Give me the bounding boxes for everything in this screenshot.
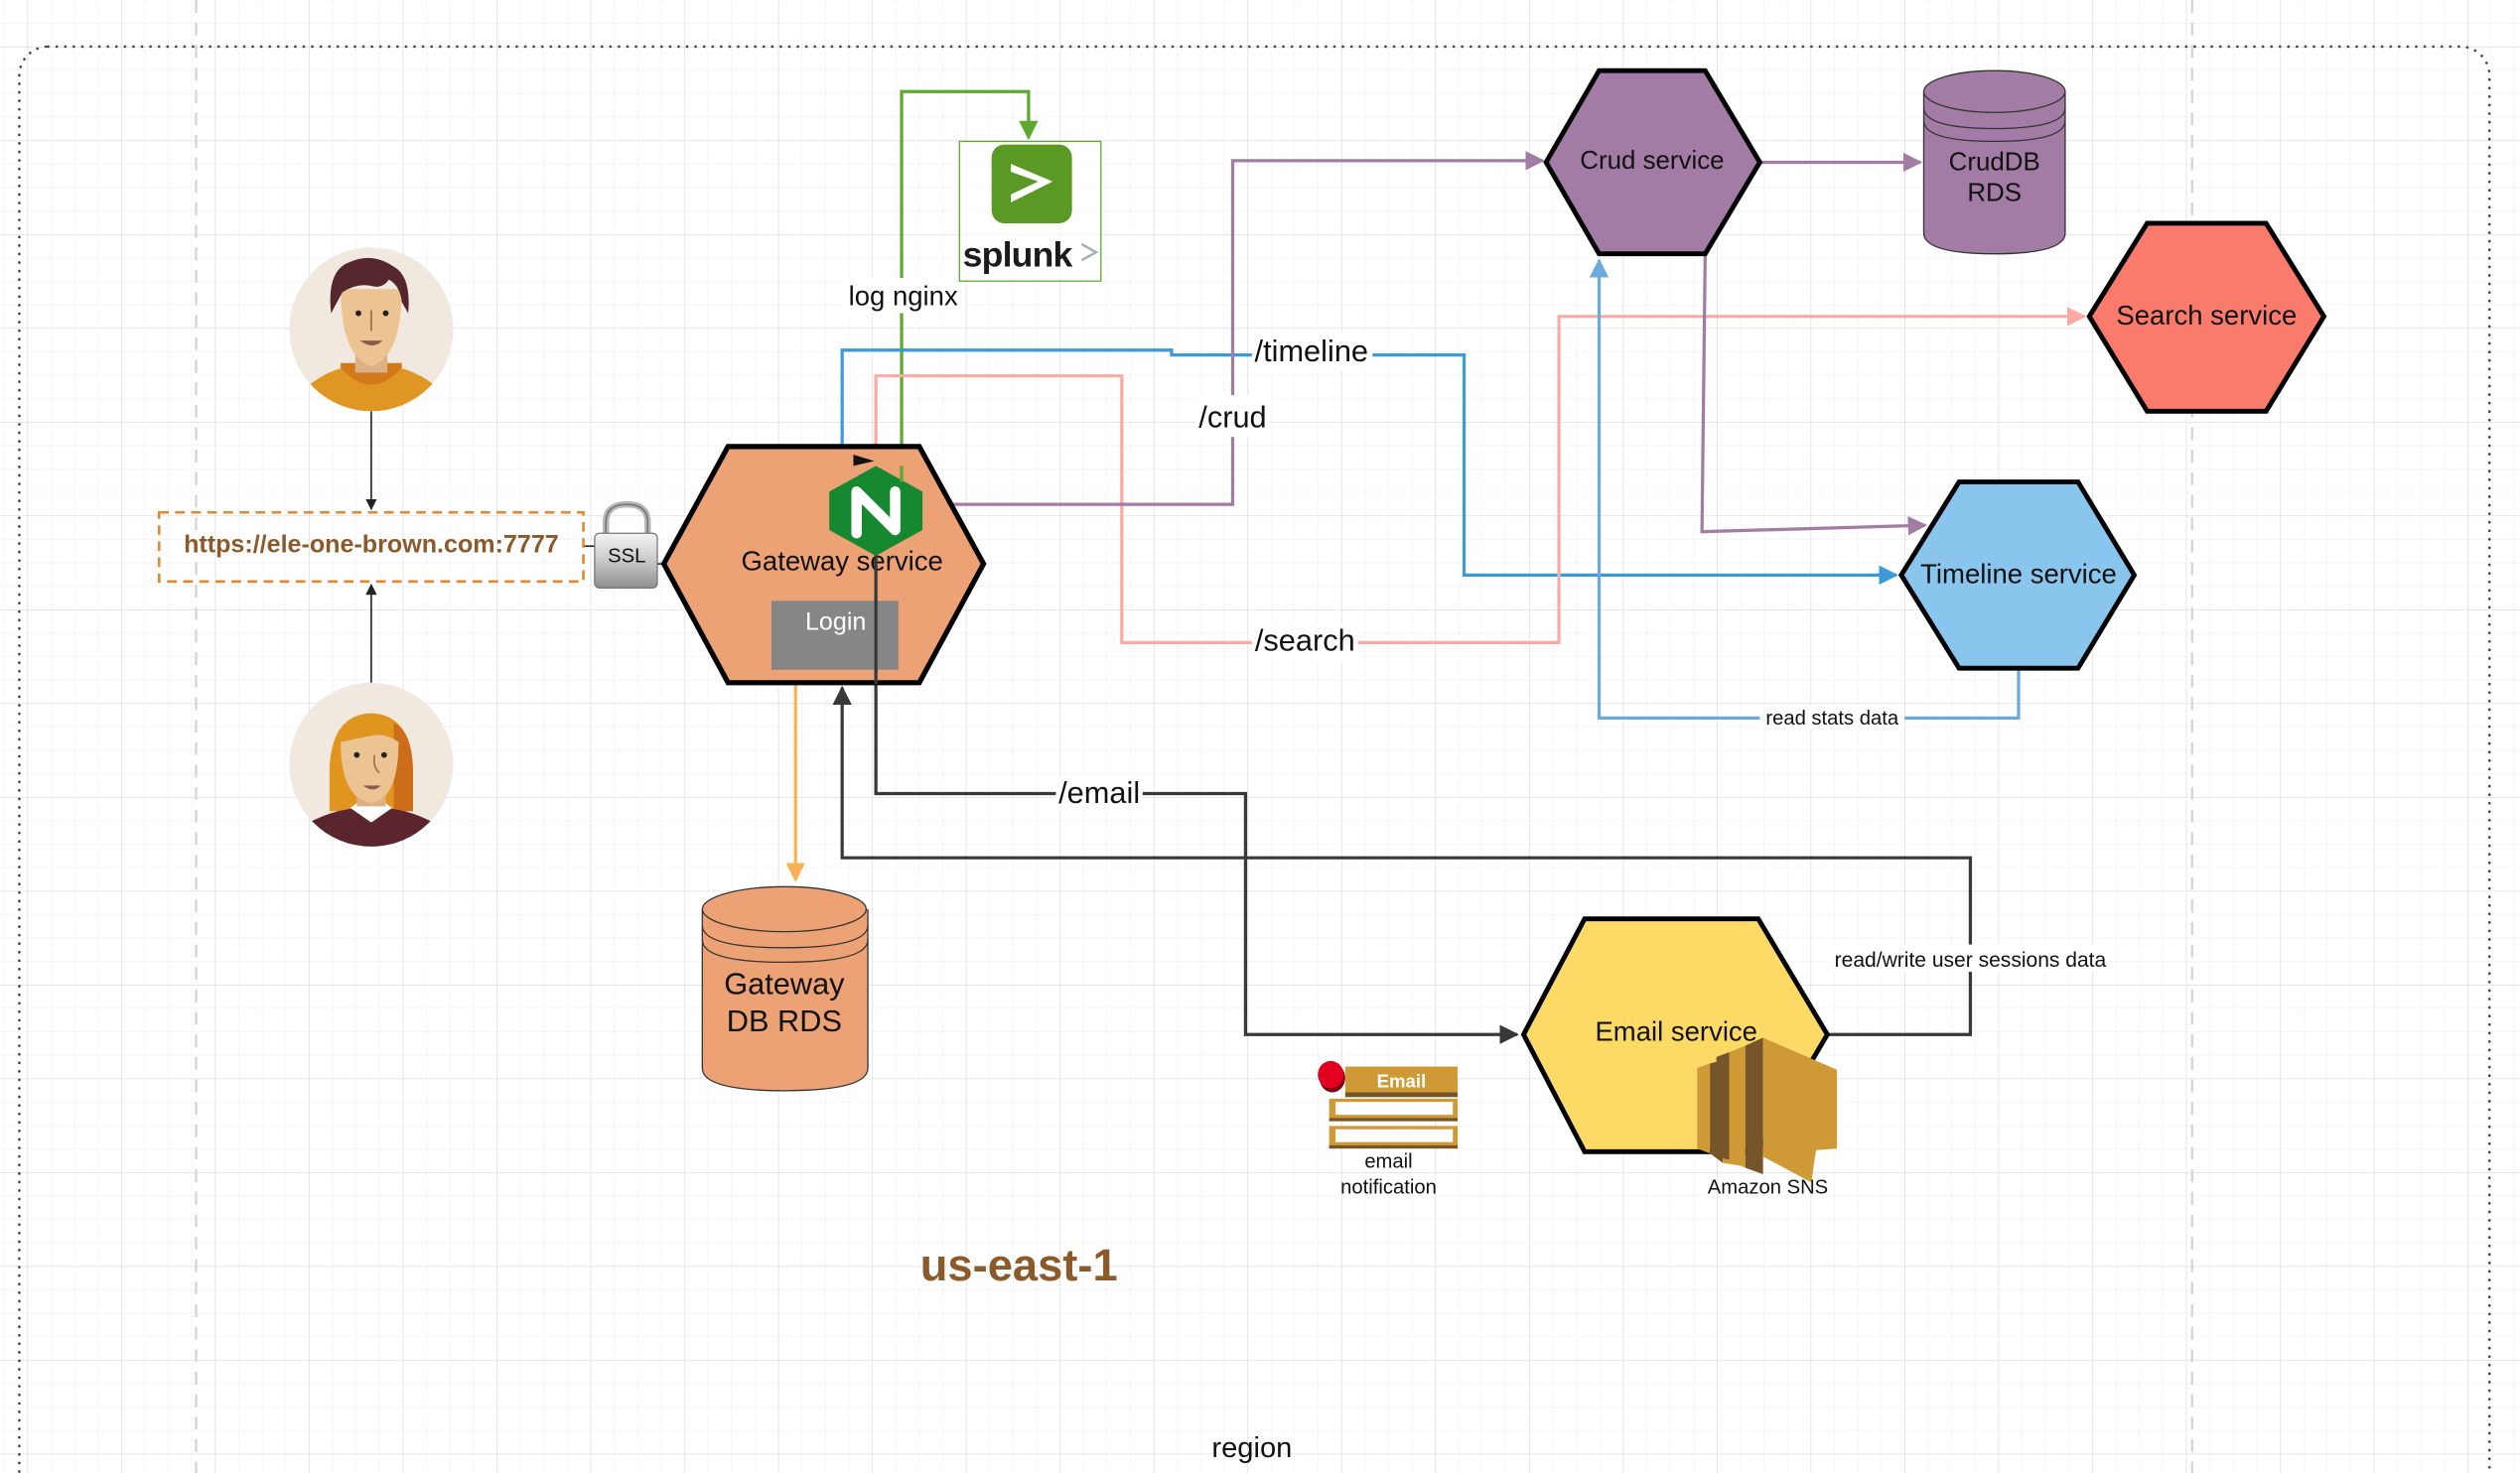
timeline-service-label: Timeline service [1920,558,2117,589]
gateway-service-label: Gateway service [742,546,943,577]
email-form-icon: Email email notification [1318,1060,1459,1198]
crud-service-label: Crud service [1580,147,1724,175]
log-nginx-text: log nginx [849,280,958,311]
endpoint-url-box[interactable]: https://ele-one-brown.com:7777 [157,510,585,584]
edge-label-crud: /crud [1195,395,1270,438]
edge-label-timeline: /timeline [1251,332,1373,371]
edge-label-read-stats: read stats data [1759,705,1905,730]
endpoint-url-text: https://ele-one-brown.com:7777 [184,531,559,559]
edge-label-log-nginx: log nginx [842,277,965,314]
edge-search [874,307,2087,644]
timeline-route-text: /timeline [1255,334,1369,368]
splunk-wordmark: splunk [963,235,1073,275]
edge-label-sessions: read/write user sessions data [1830,944,2109,972]
edge-crud [922,151,1545,506]
edge-sessions [832,685,1973,1036]
nginx-logo-icon[interactable] [829,466,923,556]
gateway-db-node[interactable]: Gateway DB RDS [701,885,869,1092]
amazon-sns-icon: Amazon SNS [1697,1037,1838,1198]
search-route-text: /search [1255,622,1355,657]
region-caption: region [1211,1432,1292,1464]
edge-crud-to-timeline [1700,253,1928,536]
edge-label-email: /email [1055,775,1143,812]
edge-timeline [840,348,1898,586]
email-notification-line2: notification [1340,1176,1437,1198]
email-route-text: /email [1058,775,1140,810]
edge-label-search: /search [1251,622,1358,662]
padlock-icon: SSL [594,500,658,589]
cruddb-line1: CrudDB [1949,149,2040,177]
region-boundary [18,45,2491,1473]
splunk-logo-icon[interactable]: splunk [958,140,1102,282]
email-notification-line1: email [1364,1151,1412,1173]
login-label: Login [805,607,866,635]
nginx-entry-arrow [853,454,875,467]
cruddb-line2: RDS [1967,179,2022,206]
timeline-service-node[interactable]: Timeline service [1897,479,2138,671]
email-service-label: Email service [1595,1016,1757,1047]
sessions-text: read/write user sessions data [1835,949,2107,972]
email-badge-text: Email [1377,1071,1427,1092]
login-button[interactable]: Login [770,601,899,670]
crud-route-text: /crud [1198,399,1266,434]
search-service-label: Search service [2116,300,2297,331]
male-avatar-icon[interactable] [289,247,454,434]
sns-label: Amazon SNS [1708,1176,1828,1198]
crud-service-node[interactable]: Crud service [1543,67,1763,257]
gateway-db-line1: Gateway [724,967,845,1002]
edge-email [874,594,1519,1044]
gateway-db-line2: DB RDS [727,1004,842,1038]
ssl-label: SSL [608,545,645,567]
cruddb-node[interactable]: CrudDB RDS [1922,69,2066,255]
region-name: us-east-1 [920,1240,1118,1290]
search-service-node[interactable]: Search service [2086,220,2327,414]
read-stats-text: read stats data [1765,708,1899,730]
